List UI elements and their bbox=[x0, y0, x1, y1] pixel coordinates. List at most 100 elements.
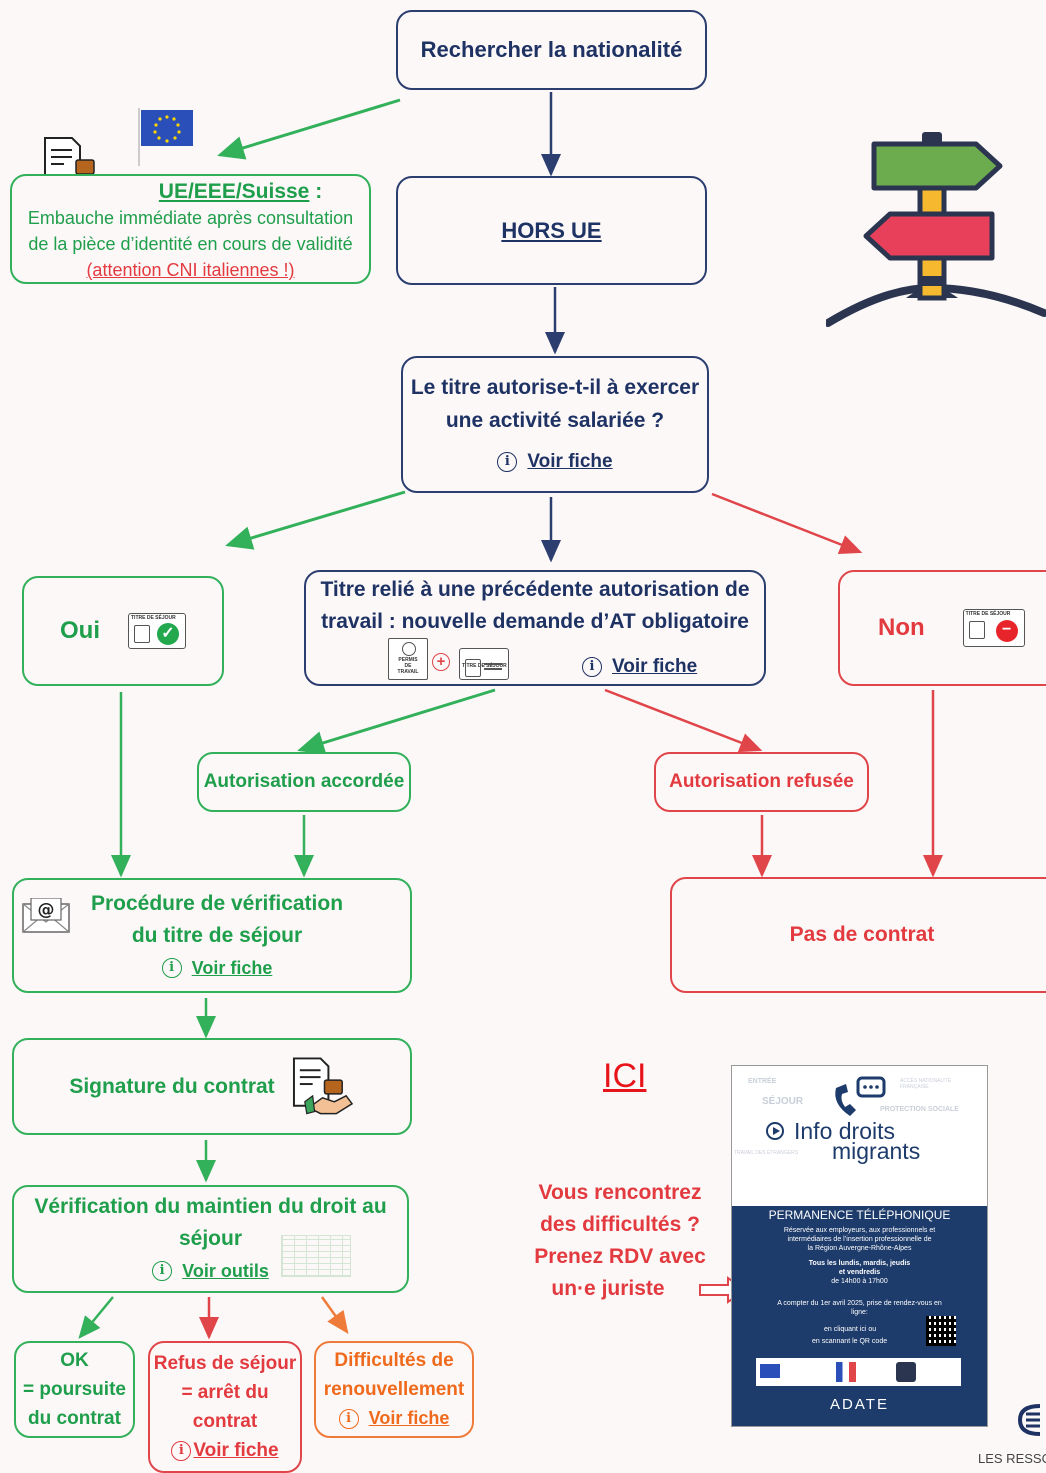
ue-title-link[interactable]: UE/EEE/Suisse bbox=[158, 180, 310, 203]
ue-warning-link[interactable]: (attention CNI italiennes !) bbox=[86, 260, 295, 280]
difficultes-line2: renouvellement bbox=[323, 1379, 465, 1400]
poster-days-line1: Tous les lundis, mardis, jeudis bbox=[808, 1260, 911, 1267]
verification-voir-fiche-link[interactable]: Voir fiche bbox=[191, 957, 273, 978]
poster-header: ENTRÉE SÉJOUR ACCÈS NATIONALITÉ FRANÇAIS… bbox=[732, 1066, 987, 1206]
difficultes-voir-fiche-link[interactable]: Voir fiche bbox=[368, 1408, 450, 1428]
arrow-titre-to-refusee bbox=[604, 688, 763, 753]
poster-reserve-line1: Réservée aux employeurs, aux professionn… bbox=[783, 1227, 936, 1234]
maintien-voir-outils-link[interactable]: Voir outils bbox=[182, 1261, 269, 1281]
ok-line1: OK bbox=[60, 1350, 89, 1371]
node-maintien: Vérification du maintien du droit au séj… bbox=[12, 1185, 409, 1293]
titre-sejour-label: TITRE DE SÉJOUR bbox=[965, 611, 1011, 617]
poster-days-line2: et vendredis bbox=[838, 1269, 881, 1276]
poster-tag-travail: TRAVAIL DES ÉTRANGERS bbox=[734, 1150, 799, 1156]
node-start: Rechercher la nationalité bbox=[396, 10, 707, 90]
refus-voir-fiche-link[interactable]: Voir fiche bbox=[193, 1440, 279, 1461]
poster-adate: ADATE bbox=[830, 1396, 889, 1413]
poster-qr-line: en scannant le QR code bbox=[812, 1338, 888, 1345]
callout-text: Vous rencontrez des difficultés ? Prenez… bbox=[520, 1177, 720, 1305]
permis-line1: PERMIS bbox=[398, 657, 418, 663]
poster-tag-entree: ENTRÉE bbox=[748, 1078, 777, 1085]
node-start-label: Rechercher la nationalité bbox=[420, 37, 683, 62]
ok-line2: = poursuite bbox=[23, 1379, 126, 1400]
node-hors-ue: HORS UE bbox=[396, 176, 707, 285]
verification-line2: du titre de séjour bbox=[131, 923, 303, 947]
qr-code-icon bbox=[926, 1316, 956, 1346]
arrow-maintien-to-difficultes bbox=[320, 1296, 349, 1335]
node-oui: Oui TITRE DE SÉJOUR ✓ bbox=[22, 576, 224, 686]
callout-line1: Vous rencontrez bbox=[538, 1181, 702, 1204]
info-icon: i bbox=[152, 1261, 173, 1281]
poster-logos bbox=[756, 1358, 961, 1386]
arrow-question-to-non bbox=[711, 492, 863, 555]
ici-link[interactable]: ICI bbox=[603, 1057, 647, 1095]
node-autorisation-refusee: Autorisation refusée bbox=[654, 752, 869, 812]
corner-text: LES RESSO bbox=[978, 1451, 1046, 1466]
ue-line2: de la pièce d’identité en cours de valid… bbox=[28, 234, 353, 254]
ue-title-colon: : bbox=[309, 180, 323, 203]
permis-line2: DE bbox=[404, 663, 412, 669]
titre-sejour-icon: TITRE DE SÉJOUR bbox=[459, 648, 509, 680]
spreadsheet-icon bbox=[281, 1235, 351, 1277]
node-difficultes: Difficultés de renouvellement i Voir fic… bbox=[314, 1341, 474, 1438]
node-question: Le titre autorise-t-il à exercer une act… bbox=[401, 356, 709, 493]
info-icon: i bbox=[497, 451, 518, 472]
info-icon: i bbox=[338, 1408, 359, 1429]
eu-flag-icon bbox=[137, 108, 195, 166]
node-pas-de-contrat: Pas de contrat bbox=[670, 877, 1046, 993]
poster-tag-protection: PROTECTION SOCIALE bbox=[880, 1106, 959, 1113]
poster-reserve-line3: la Région Auvergne-Rhône-Alpes bbox=[807, 1245, 912, 1252]
question-line1: Le titre autorise-t-il à exercer bbox=[410, 376, 700, 399]
info-icon: i bbox=[161, 957, 182, 978]
node-signature: Signature du contrat bbox=[12, 1038, 412, 1135]
titre-relie-line1: Titre relié à une précédente autorisatio… bbox=[320, 578, 750, 601]
arrow-question-to-oui bbox=[225, 490, 406, 550]
info-icon: i bbox=[171, 1440, 192, 1461]
poster-heading: PERMANENCE TÉLÉPHONIQUE bbox=[768, 1208, 951, 1222]
permis-line3: TRAVAIL bbox=[397, 669, 419, 675]
permis-travail-icon: PERMIS DE TRAVAIL bbox=[388, 638, 428, 680]
info-icon: i bbox=[582, 657, 602, 677]
at-sign-glyph: @ bbox=[38, 900, 55, 920]
maintien-line1: Vérification du maintien du droit au bbox=[34, 1195, 387, 1218]
autorisation-refusee-label: Autorisation refusée bbox=[669, 771, 854, 792]
node-refus: Refus de séjour = arrêt du contrat i Voi… bbox=[148, 1341, 302, 1473]
node-verification: Procédure de vérification du titre de sé… bbox=[12, 878, 412, 993]
poster-from-line1: A compter du 1er avril 2025, prise de re… bbox=[777, 1300, 942, 1307]
poster-tag-acces: ACCÈS NATIONALITÉ FRANÇAISE bbox=[900, 1078, 952, 1090]
titre-relie-line2: travail : nouvelle demande d’AT obligato… bbox=[321, 610, 749, 633]
refus-line1: Refus de séjour bbox=[153, 1353, 297, 1374]
node-non: Non TITRE DE SÉJOUR − bbox=[838, 570, 1046, 686]
info-droits-migrants-poster[interactable]: ENTRÉE SÉJOUR ACCÈS NATIONALITÉ FRANÇAIS… bbox=[731, 1065, 988, 1427]
pas-de-contrat-label: Pas de contrat bbox=[789, 923, 935, 946]
play-icon bbox=[766, 1122, 784, 1140]
question-voir-fiche-link[interactable]: Voir fiche bbox=[527, 451, 613, 472]
poster-title-line2: migrants bbox=[832, 1138, 921, 1164]
ok-line3: du contrat bbox=[28, 1408, 121, 1429]
ue-line1: Embauche immédiate après consultation bbox=[27, 208, 354, 228]
titre-sejour-refused-icon: TITRE DE SÉJOUR − bbox=[962, 609, 1025, 647]
poster-click-line[interactable]: en cliquant ici ou bbox=[824, 1326, 877, 1333]
autorisation-accordee-label: Autorisation accordée bbox=[203, 771, 405, 792]
maintien-line2: séjour bbox=[178, 1227, 243, 1250]
ressources-logo-icon bbox=[1012, 1400, 1046, 1440]
verification-line1: Procédure de vérification bbox=[90, 891, 344, 915]
poster-from-line2: ligne: bbox=[851, 1309, 868, 1316]
arrow-titre-to-accordee bbox=[297, 688, 496, 755]
callout-line3: Prenez RDV avec bbox=[534, 1245, 706, 1268]
poster-tag-sejour: SÉJOUR bbox=[762, 1096, 804, 1107]
titre-relie-voir-fiche-link[interactable]: Voir fiche bbox=[612, 656, 698, 677]
plus-icon: + bbox=[432, 653, 450, 671]
hors-ue-link[interactable]: HORS UE bbox=[501, 217, 602, 243]
signature-label: Signature du contrat bbox=[69, 1074, 275, 1098]
callout-line4: un·e juriste bbox=[551, 1277, 665, 1300]
contract-handshake-icon bbox=[291, 1056, 355, 1118]
refus-line2: = arrêt du bbox=[181, 1382, 269, 1403]
non-label: Non bbox=[878, 614, 925, 641]
question-line2: une activité salariée ? bbox=[445, 409, 665, 432]
signpost-icon bbox=[824, 128, 1046, 333]
refus-line3: contrat bbox=[192, 1411, 258, 1432]
phone-chat-icon bbox=[828, 1074, 888, 1122]
node-titre-relie: Titre relié à une précédente autorisatio… bbox=[304, 570, 766, 686]
arrow-start-to-ue bbox=[217, 98, 401, 160]
